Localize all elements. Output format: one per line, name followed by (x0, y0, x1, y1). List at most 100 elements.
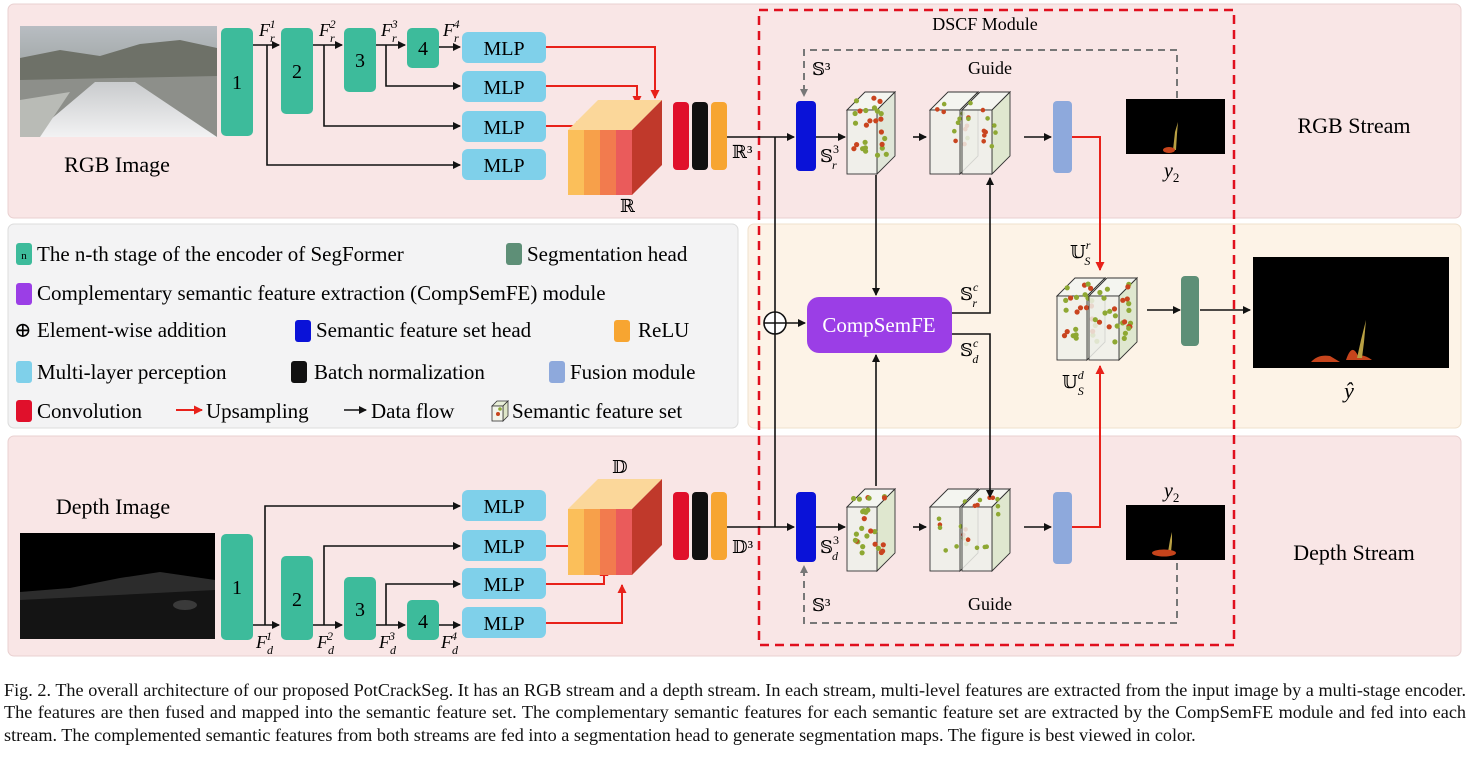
rgb-encoder: 1 2 3 4 (221, 28, 439, 136)
depth-encoder: 1 2 3 4 (221, 534, 439, 640)
rgb-guided-set-b (960, 90, 1012, 176)
legend-stage: n The n-th stage of the encoder of SegFo… (16, 242, 404, 266)
set-R-label: ℝ (620, 196, 636, 216)
depth-mlp-1-label: MLP (483, 496, 524, 518)
architecture-diagram: DSCF Module RGB Image Depth Image 1 2 3 … (7, 3, 1462, 657)
segmentation-head (1181, 276, 1199, 346)
rgb-encoder-stage-3 (344, 28, 376, 92)
element-wise-addition-node (763, 311, 787, 335)
rgb-feature-labels: Fr1 Fr2 Fr3 Fr4 (258, 17, 460, 45)
svg-text:𝕊cr: 𝕊cr (960, 280, 979, 310)
depth-mlp-2-label: MLP (483, 536, 524, 558)
depth-conv-block (673, 492, 689, 560)
legend-compsemfe: Complementary semantic feature extractio… (16, 281, 606, 305)
depth-stage-1-label: 1 (232, 577, 242, 599)
svg-text:Batch normalization: Batch normalization (314, 360, 485, 384)
depth-y2-label: y2 (1162, 480, 1179, 505)
compsemfe-module (807, 297, 952, 353)
rgb-semantic-feature-set (845, 90, 897, 176)
depth-s3-label: 𝕊³ (812, 595, 831, 615)
svg-text:Fd4: Fd4 (440, 629, 459, 657)
rgb-mlp-4 (462, 149, 546, 180)
rgb-y2-label: y2 (1162, 160, 1179, 185)
rgb-conv-block (673, 102, 689, 170)
svg-text:Upsampling: Upsampling (206, 399, 309, 423)
depth-stage-2-label: 2 (292, 589, 302, 611)
legend-upsampling: Upsampling (176, 399, 309, 423)
depth-mlp-4-label: MLP (483, 613, 524, 635)
svg-text:𝕌rS: 𝕌rS (1070, 238, 1091, 268)
depth-image-label: Depth Image (56, 494, 170, 519)
legend-dataflow: Data flow (344, 399, 455, 423)
rgb-relu-block (711, 102, 727, 170)
svg-text:𝕌dS: 𝕌dS (1062, 368, 1085, 398)
rgb-mlp-3 (462, 111, 546, 142)
svg-text:Semantic feature set: Semantic feature set (512, 399, 682, 423)
rgb-stage-2-label: 2 (292, 61, 302, 83)
svg-text:Fr3: Fr3 (380, 17, 398, 45)
rgb-mlp-2 (462, 71, 546, 102)
svg-text:𝕊3d: 𝕊3d (820, 533, 839, 563)
fusion-upsampling-arrows (1072, 136, 1105, 528)
depth-encoder-stage-3 (344, 577, 376, 640)
rgb-encoder-stage-2 (281, 28, 313, 114)
svg-text:Semantic feature set head: Semantic feature set head (316, 318, 532, 342)
depth-fusion-module (1053, 492, 1072, 564)
svg-text:Fusion module: Fusion module (570, 360, 695, 384)
depth-encoder-stage-1 (221, 534, 253, 640)
legend-addition: ⊕ Element-wise addition (14, 318, 227, 342)
rgb-fusion-module (1053, 101, 1072, 173)
svg-text:ReLU: ReLU (638, 318, 689, 342)
svg-text:Element-wise addition: Element-wise addition (37, 318, 227, 342)
rgb-semantic-head (796, 101, 816, 171)
depth-input-image (20, 533, 215, 639)
fused-set-depth (1087, 276, 1139, 362)
depth-encoder-arrows (253, 502, 461, 629)
svg-text:⊕: ⊕ (14, 318, 32, 342)
svg-text:Data flow: Data flow (371, 399, 455, 423)
rgb-guide-path (800, 49, 1178, 98)
rgb-mlp-1 (462, 32, 546, 63)
rgb-guide-label: Guide (968, 58, 1012, 78)
rgb-mlp-3-label: MLP (483, 117, 524, 139)
svg-text:Complementary semantic feature: Complementary semantic feature extractio… (37, 281, 606, 305)
depth-guided-set-b (960, 487, 1012, 573)
depth-semantic-feature-set (845, 487, 897, 573)
rgb-stage-3-label: 3 (355, 50, 365, 72)
legend-fusion: Fusion module (549, 360, 695, 384)
legend-relu: ReLU (614, 318, 689, 342)
svg-text:Fd1: Fd1 (255, 629, 274, 657)
rgb-mlps: MLP MLP MLP MLP (462, 32, 546, 180)
legend-sem-head: Semantic feature set head (295, 318, 532, 342)
depth-mlp-3 (462, 568, 546, 599)
svg-text:Multi-layer perception: Multi-layer perception (37, 360, 227, 384)
depth-semantic-head (796, 492, 816, 562)
rgb-input-image (20, 26, 217, 137)
rgb-bn-block (692, 102, 708, 170)
rgb-stage-4-label: 4 (418, 38, 428, 60)
rgb-mlp-1-label: MLP (483, 38, 524, 60)
rgb-stream-prediction (1126, 99, 1225, 154)
legend-seg-head: Segmentation head (506, 242, 688, 266)
figure-caption: Fig. 2. The overall architecture of our … (4, 680, 1466, 745)
depth-mlp-4 (462, 607, 546, 638)
set-D3-label: 𝔻³ (732, 537, 754, 557)
depth-mlp-3-label: MLP (483, 574, 524, 596)
svg-text:Fr4: Fr4 (442, 17, 460, 45)
depth-mlp-2 (462, 530, 546, 561)
depth-feature-stack (568, 479, 662, 575)
depth-stage-3-label: 3 (355, 599, 365, 621)
depth-stream-label: Depth Stream (1293, 540, 1415, 565)
depth-relu-block (711, 492, 727, 560)
depth-encoder-stage-2 (281, 556, 313, 640)
svg-text:Fd3: Fd3 (378, 629, 397, 657)
svg-text:𝕊cd: 𝕊cd (960, 336, 979, 366)
legend-conv: Convolution (16, 399, 143, 423)
svg-text:Convolution: Convolution (37, 399, 143, 423)
depth-encoder-stage-4 (407, 600, 439, 640)
semantic-feature-sets (845, 90, 1139, 573)
